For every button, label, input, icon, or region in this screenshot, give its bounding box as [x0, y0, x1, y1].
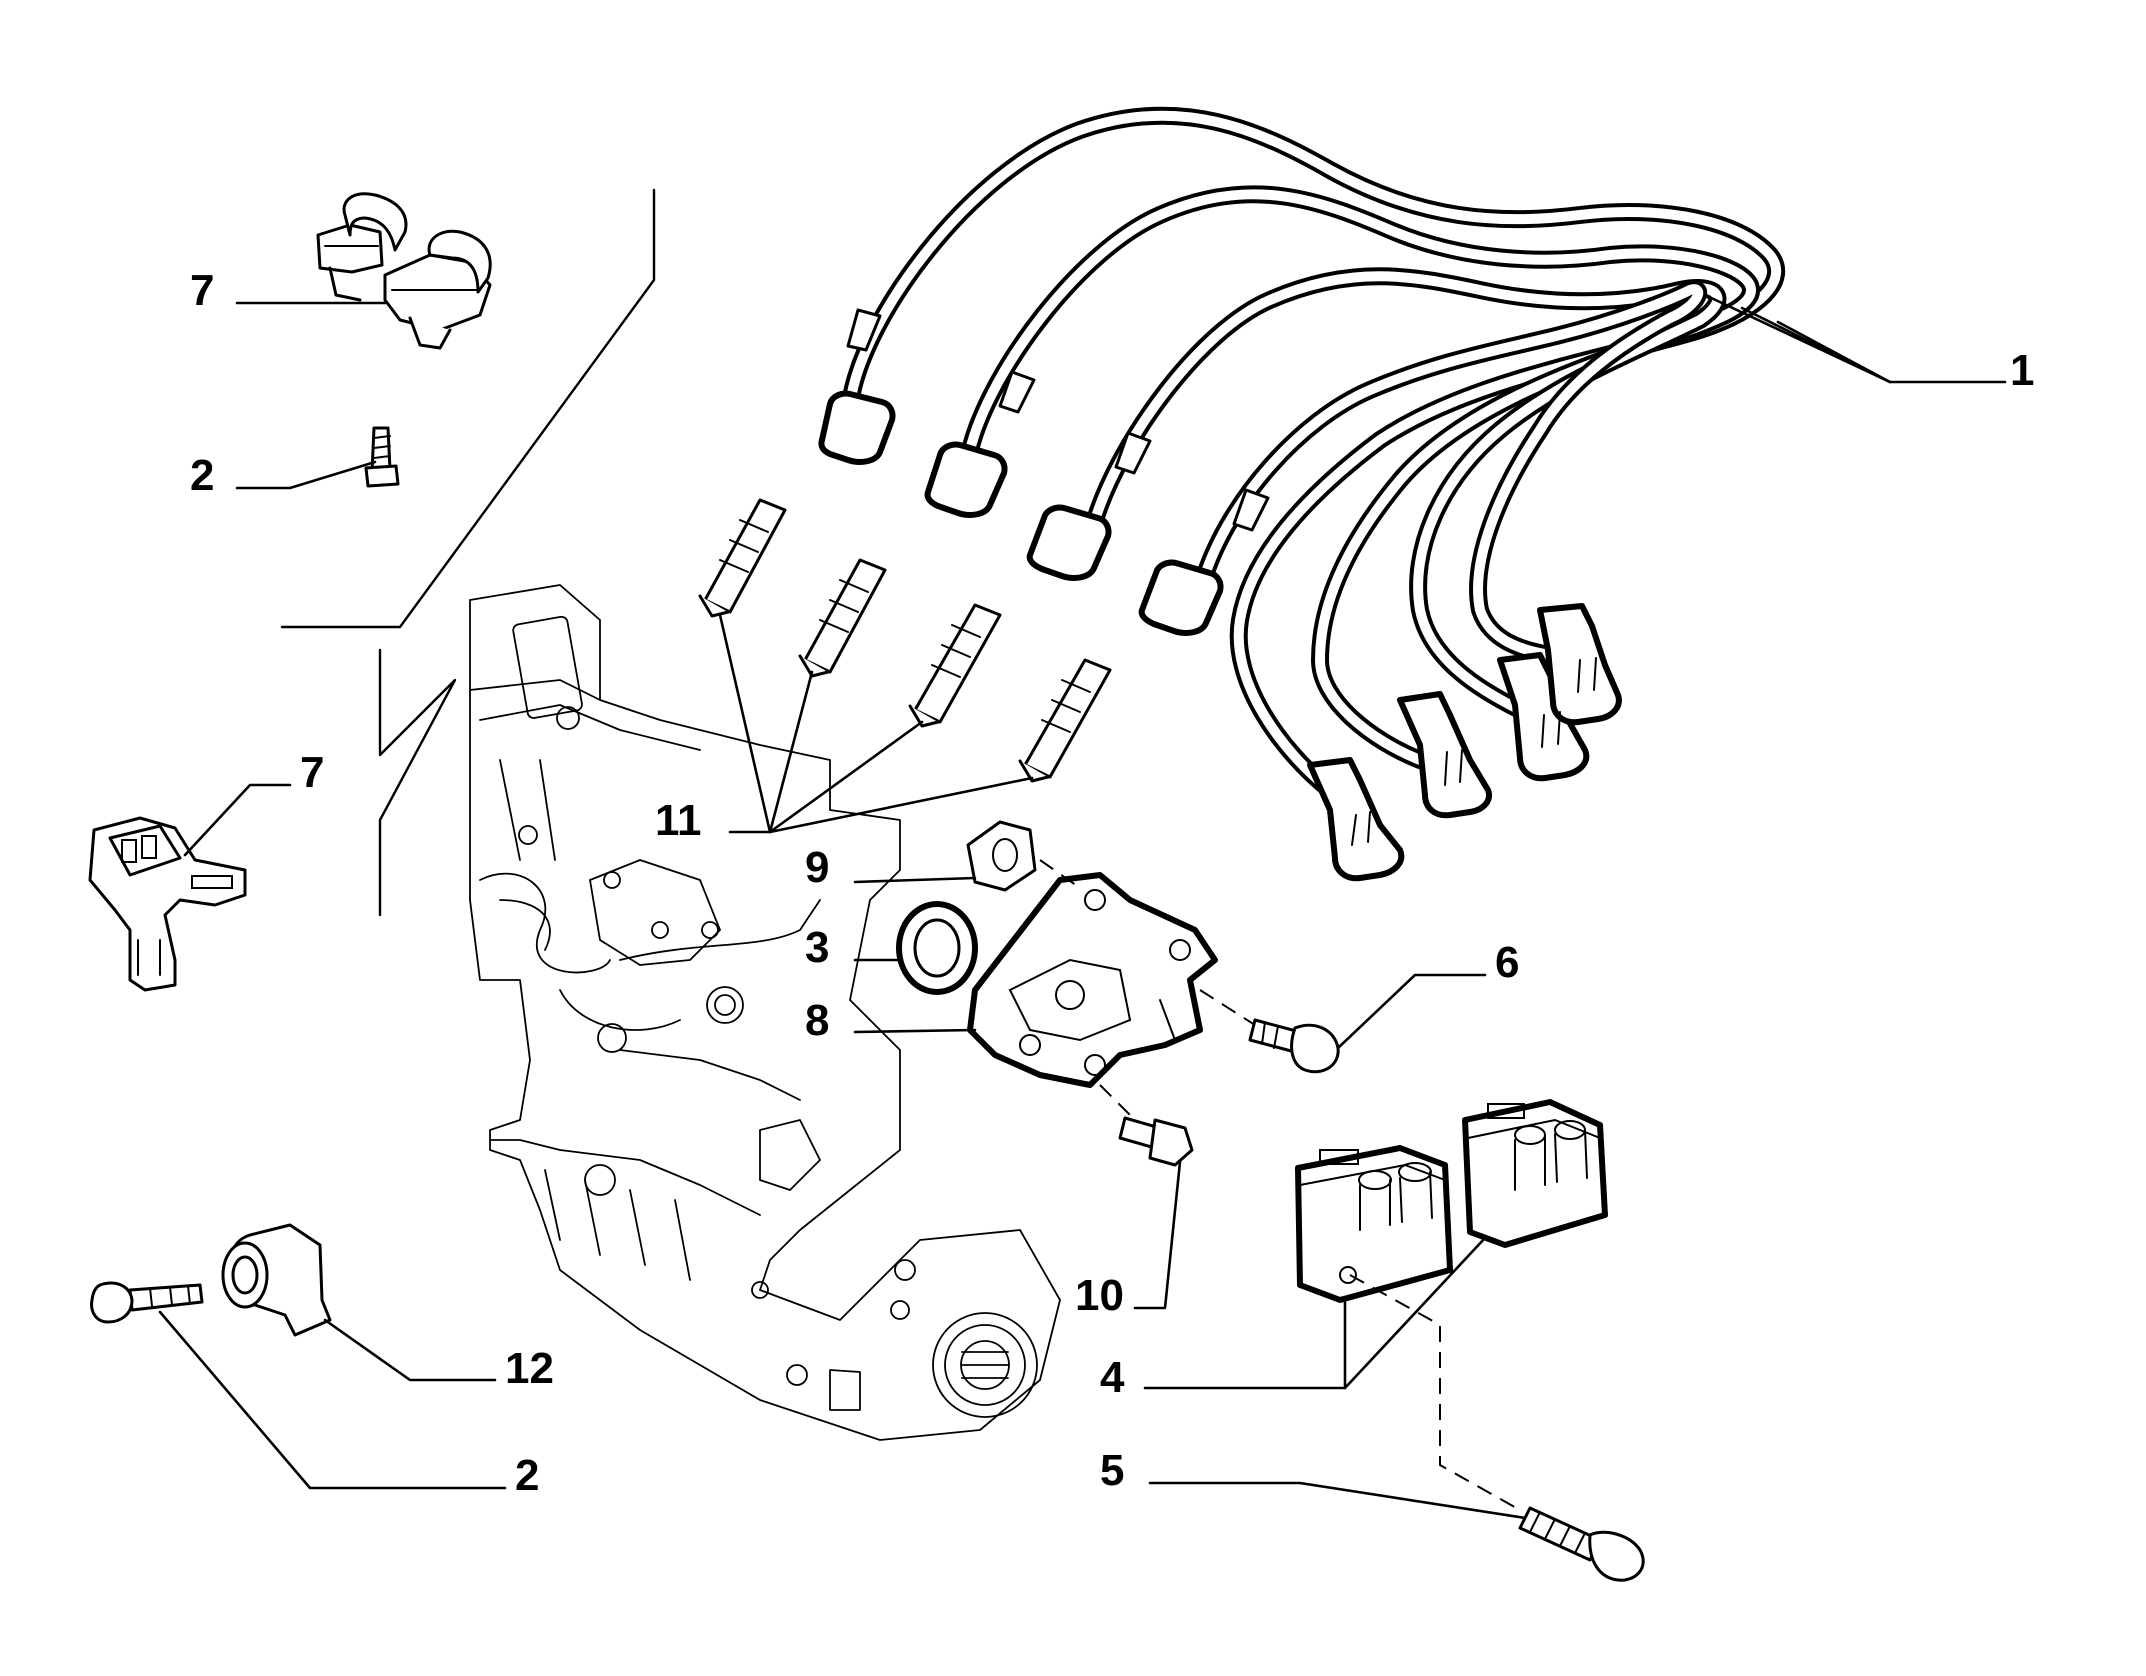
callout-5: 5 [1100, 1446, 1124, 1495]
part-5-long-bolt [1518, 1506, 1645, 1582]
part-2-bolt [90, 1281, 204, 1324]
callout-7-mid: 7 [300, 748, 324, 797]
callout-9: 9 [805, 843, 829, 892]
callout-8: 8 [805, 996, 829, 1045]
callout-6: 6 [1495, 938, 1519, 987]
part-10-bolt [1118, 1116, 1194, 1167]
part-12-knock-sensor [221, 1223, 332, 1337]
part-9-nut [966, 820, 1037, 892]
callout-3: 3 [805, 923, 829, 972]
inset-separator [280, 188, 656, 917]
part-11-spark-plugs [698, 498, 1112, 783]
callout-4: 4 [1100, 1353, 1125, 1402]
part-6-flange-bolt [1248, 1018, 1340, 1074]
callout-2-bottom: 2 [515, 1451, 539, 1500]
callout-1: 1 [2010, 346, 2034, 395]
callout-7-top: 7 [190, 266, 214, 315]
part-1-ignition-cables [818, 106, 1785, 882]
callout-11: 11 [655, 796, 702, 845]
part-7-cable-clip [316, 192, 492, 350]
part-8-bracket [967, 872, 1218, 1088]
assembly-dashed-lines [1039, 859, 1521, 1511]
part-7-sensor [88, 816, 247, 992]
leader-lines [158, 293, 2007, 1520]
engine-block [469, 584, 1061, 1441]
part-3-o-ring [896, 901, 978, 995]
callout-labels: 1 7 2 7 11 9 3 8 6 10 12 2 4 5 [190, 266, 2034, 1500]
part-2-small-screw [364, 426, 400, 488]
part-4-ignition-coils [1295, 1099, 1608, 1303]
callout-12: 12 [505, 1344, 554, 1393]
callout-2-top: 2 [190, 451, 214, 500]
callout-10: 10 [1075, 1271, 1124, 1320]
